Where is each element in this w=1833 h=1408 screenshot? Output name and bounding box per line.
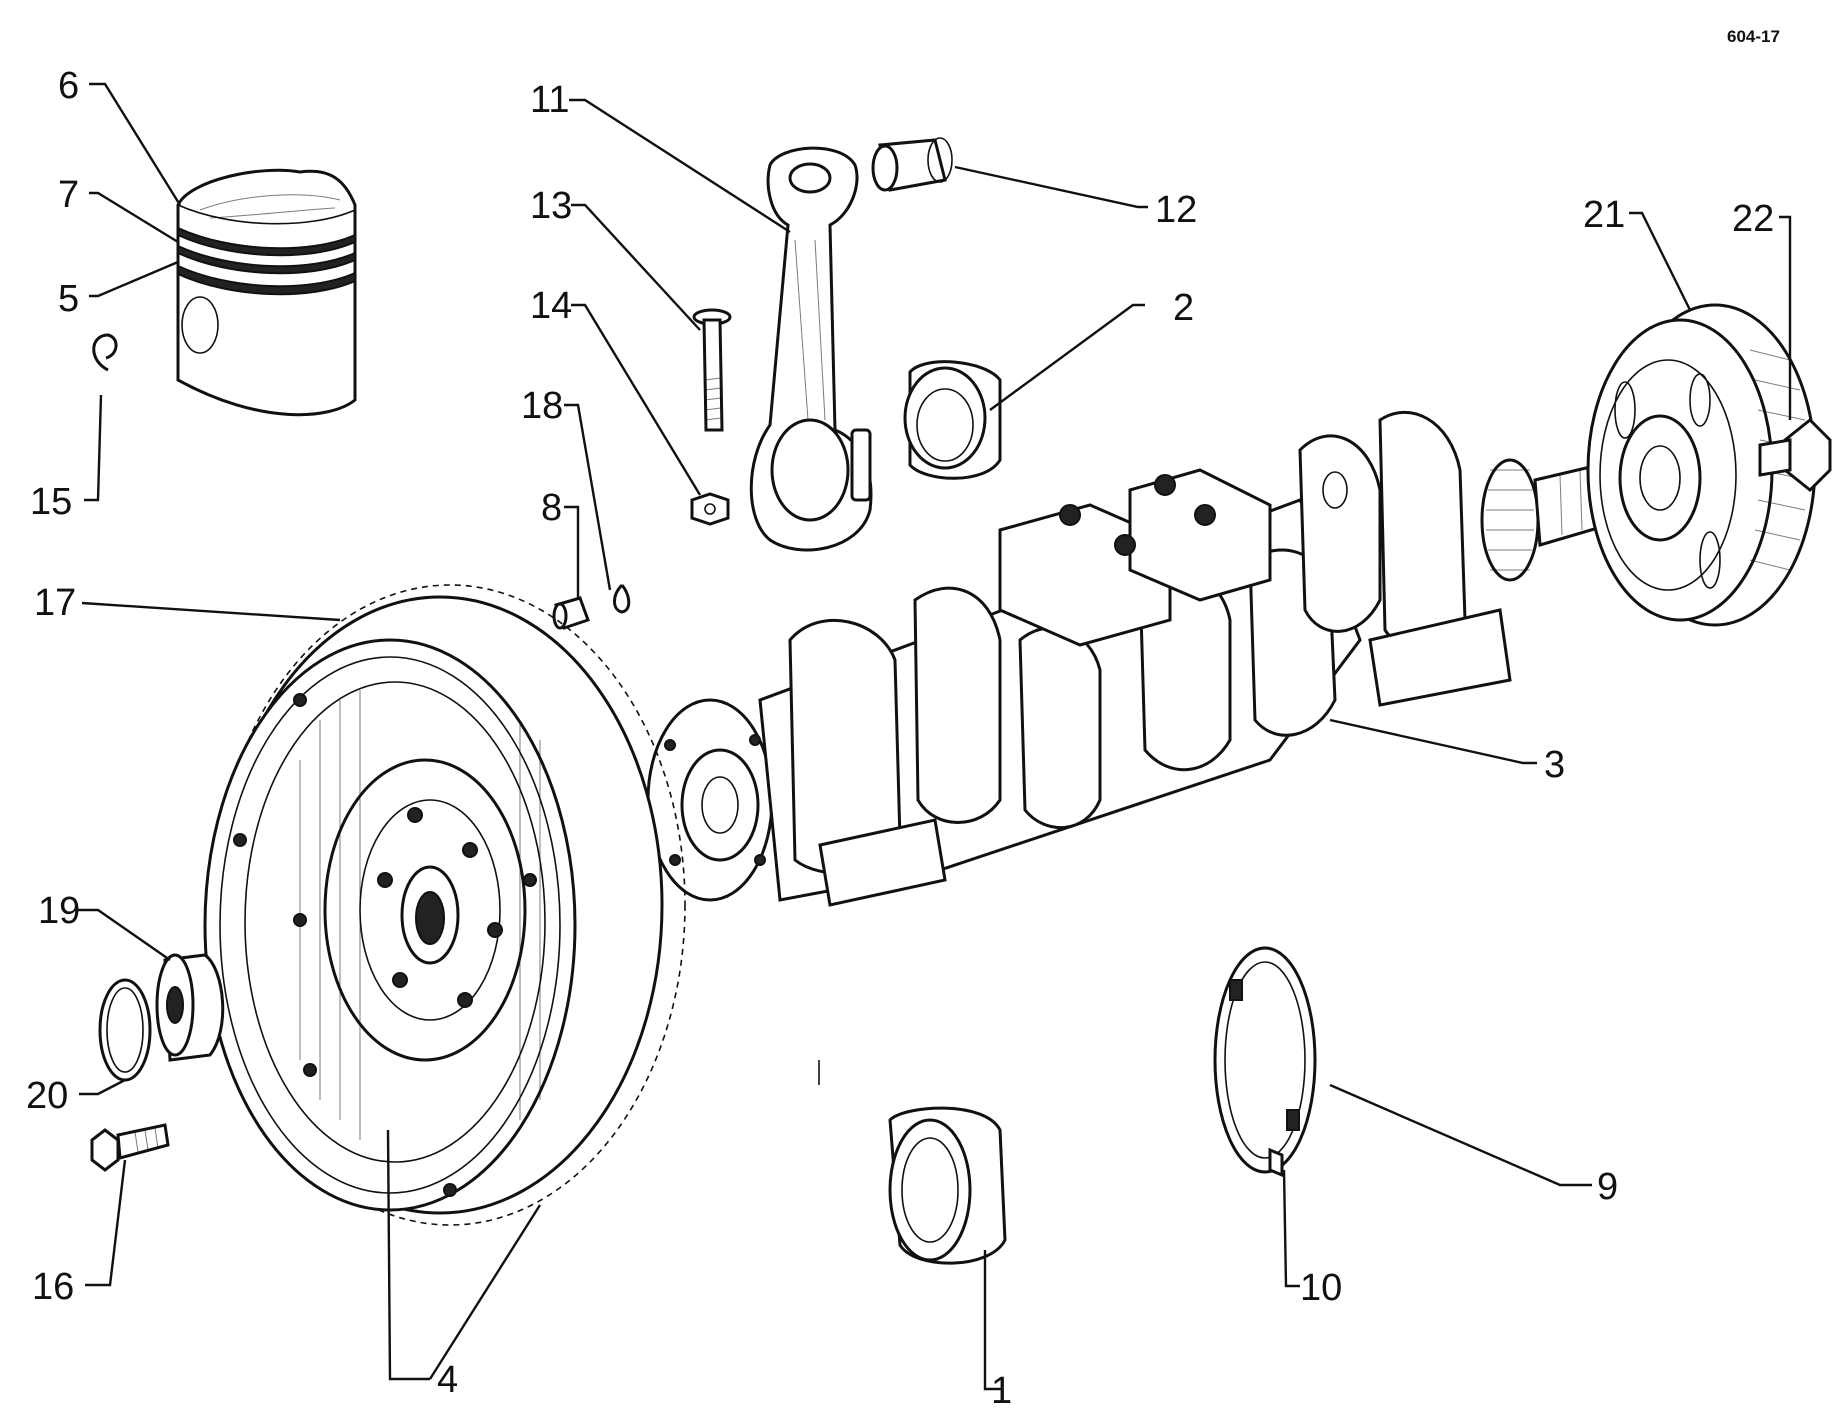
callout-17: 17: [34, 582, 76, 624]
pulley-bolt: [1758, 417, 1832, 493]
callout-22: 22: [1732, 198, 1774, 240]
callout-3: 3: [1544, 744, 1565, 786]
callout-14: 14: [530, 285, 572, 327]
callout-18: 18: [521, 385, 563, 427]
crankshaft: [646, 410, 1627, 907]
flywheel-bolt: [90, 1123, 170, 1172]
callout-1: 1: [991, 1370, 1012, 1408]
drawing-code: 604-17: [1727, 27, 1780, 46]
thrust-washer: [1213, 946, 1317, 1174]
callout-20: 20: [26, 1075, 68, 1117]
pilot-bearing: [155, 953, 225, 1062]
vibration-damper: [1586, 303, 1817, 627]
callout-19: 19: [38, 890, 80, 932]
callout-16: 16: [32, 1266, 74, 1308]
callout-15: 15: [30, 481, 72, 523]
piston-rings: [177, 226, 356, 296]
callout-13: 13: [530, 185, 572, 227]
callout-8: 8: [541, 487, 562, 529]
callout-10: 10: [1300, 1267, 1342, 1309]
piston-pin-circlip: [92, 333, 118, 372]
piston: [176, 168, 357, 417]
piston-pin-bore: [181, 296, 219, 354]
callout-12: 12: [1155, 189, 1197, 231]
callout-5: 5: [58, 278, 79, 320]
callout-11: 11: [530, 79, 569, 121]
callout-21: 21: [1583, 194, 1625, 236]
snap-ring: [613, 583, 631, 614]
leader-lines: [76, 82, 1792, 1391]
ring-gear-teeth: [214, 584, 686, 1226]
flywheel: [203, 584, 686, 1226]
callout-2: 2: [1173, 287, 1194, 329]
dowel-pin: [552, 596, 590, 630]
callout-4: 4: [437, 1359, 458, 1401]
callout-6: 6: [58, 65, 79, 107]
small-end-bush: [871, 137, 953, 192]
callout-9: 9: [1597, 1166, 1618, 1208]
main-bearing-shell: [888, 1106, 1007, 1265]
bearing-snap-ring: [98, 978, 152, 1082]
locking-tab: [1268, 1147, 1284, 1178]
connecting-rod-bolt: [692, 308, 732, 432]
callout-labels: 6 7 5 15 11 12 13 14 2 18 8 17 3 21 22 1…: [26, 65, 1774, 1408]
callout-7: 7: [58, 174, 79, 216]
connecting-rod: [749, 146, 873, 552]
big-end-bearing: [903, 360, 1002, 480]
connecting-rod-nut: [690, 492, 730, 526]
